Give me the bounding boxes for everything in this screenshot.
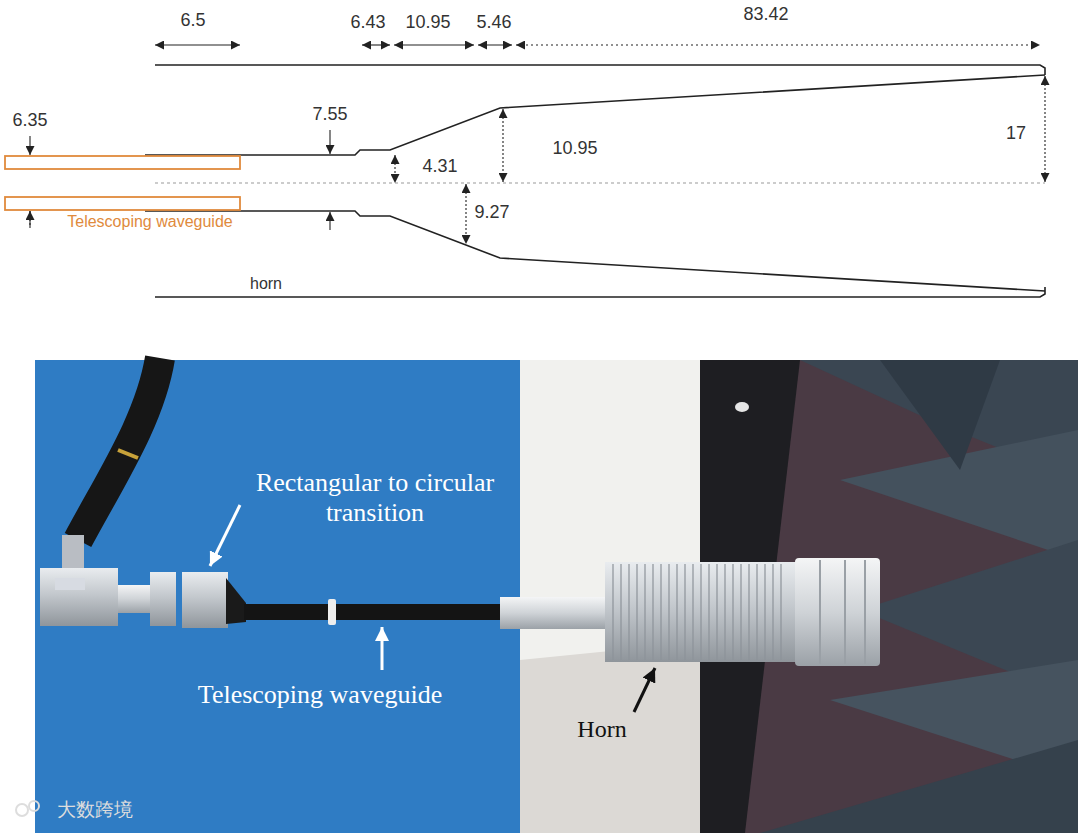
telescoping-waveguide-drawing — [5, 156, 240, 210]
waveguide-section — [118, 585, 154, 613]
telescoping-rod — [244, 604, 506, 620]
callout-arrow — [634, 668, 655, 712]
waveguide-adapter — [40, 568, 118, 626]
callout-label: Rectangular to circular transition — [245, 468, 505, 528]
callout-label: Telescoping waveguide — [198, 680, 442, 710]
cable-band — [118, 450, 138, 458]
dimension-label: 6.5 — [180, 10, 205, 31]
dimension-label: 9.27 — [474, 202, 509, 223]
dimension-arrow — [329, 212, 330, 230]
dimension-label: 10.95 — [405, 12, 450, 33]
watermark-icon — [16, 801, 39, 816]
part-label: horn — [250, 275, 282, 293]
part-label: Telescoping waveguide — [67, 213, 232, 231]
horn-aperture — [795, 558, 880, 666]
photo — [16, 358, 1078, 833]
dimension-arrow — [155, 44, 240, 45]
horn-outline — [155, 287, 1045, 297]
dimension-label: 6.35 — [12, 110, 47, 131]
dimension-label: 6.43 — [350, 12, 385, 33]
horn-ridges — [613, 564, 781, 660]
horn-body — [605, 562, 795, 662]
dimension-label: 17 — [1006, 123, 1026, 144]
coax-cable — [78, 358, 160, 540]
waveguide-wall — [5, 197, 240, 210]
blue-background — [35, 360, 525, 833]
dimension-label: 4.31 — [422, 156, 457, 177]
board-hole — [735, 402, 749, 412]
dimension-arrow — [29, 211, 30, 228]
center-line — [155, 183, 1045, 184]
absorber-pyramid — [760, 740, 1078, 833]
waveguide-flange — [150, 572, 176, 626]
absorber-wall — [700, 360, 1078, 833]
dimension-arrow — [516, 44, 1040, 45]
rect-to-circular-transition — [182, 572, 228, 628]
dimension-label: 5.46 — [476, 12, 511, 33]
rod-ring — [328, 599, 336, 625]
dimension-label: 10.95 — [552, 138, 597, 159]
horn-grooves — [820, 560, 865, 664]
dimension-arrow — [465, 184, 466, 244]
dimension-arrow — [478, 44, 512, 45]
transition-taper — [226, 578, 246, 624]
waveguide-wall — [5, 156, 240, 169]
callout-arrow — [381, 627, 384, 670]
dimension-label: 7.55 — [312, 104, 347, 125]
board-shadow — [520, 640, 720, 833]
dimension-arrow — [1044, 76, 1045, 182]
dimension-lines — [30, 45, 1045, 244]
absorber-pyramid — [880, 360, 1000, 470]
horn-outline — [155, 65, 1045, 75]
waveguide-adapter — [55, 578, 85, 590]
watermark: 大数跨境 — [57, 799, 133, 821]
dimension-arrow — [394, 155, 395, 183]
callout-arrow — [210, 505, 240, 566]
dimension-label: 83.42 — [743, 4, 788, 25]
dimension-arrow — [394, 44, 474, 45]
callout-label: Horn — [577, 716, 626, 744]
dimension-arrow — [329, 130, 330, 154]
dimension-arrow — [29, 136, 30, 155]
dimension-arrow — [362, 44, 390, 45]
dimension-arrow — [502, 109, 503, 182]
horn-feed-tube — [500, 597, 612, 629]
dimension-arrow — [29, 211, 30, 226]
horn-drawing — [145, 65, 1045, 297]
